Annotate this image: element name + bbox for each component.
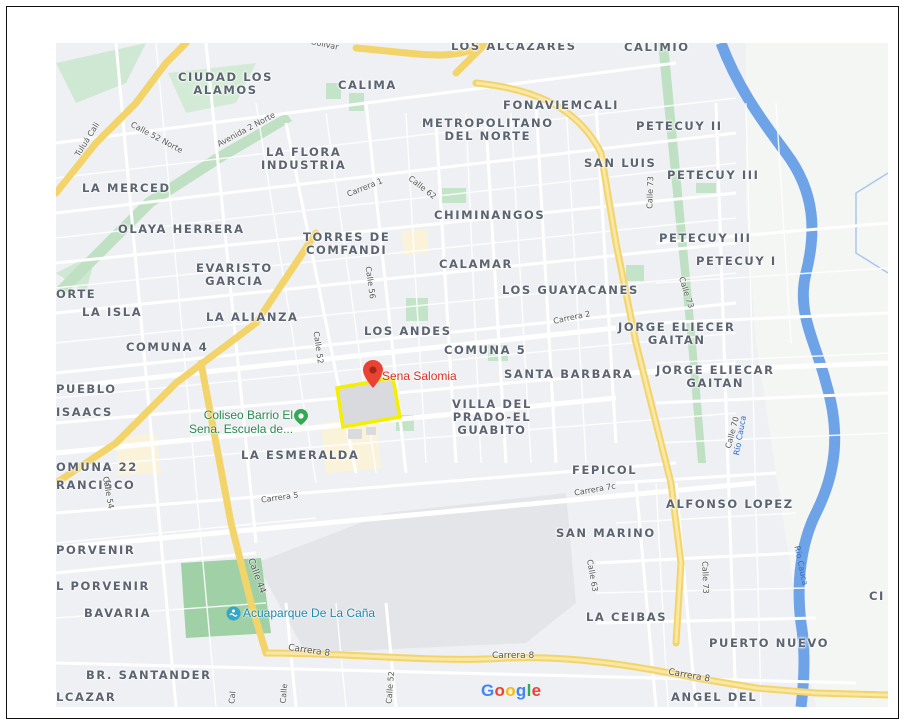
label-petecuy-ii: PETECUY II [636,119,723,133]
label-puerto-nuevo: PUERTO NUEVO [709,636,830,650]
label-ciudad-los-alamos: CIUDAD LOS ALAMOS [178,70,274,97]
label-rancisco: RANCISCO [56,478,136,492]
label-lcazar: LCAZAR [56,690,117,704]
label-los-andes: LOS ANDES [364,324,452,338]
label-bavaria: BAVARIA [84,606,152,620]
label-la-esmeralda: LA ESMERALDA [241,448,360,462]
street-calle-partial-a: Cal [227,690,238,705]
label-petecuy-i: PETECUY I [696,254,777,268]
label-la-isla: LA ISLA [82,305,143,319]
marker-label: Sena Salomia [382,369,457,383]
label-olaya-herrera: OLAYA HERRERA [118,222,245,236]
label-el-porvenir: L PORVENIR [56,579,150,593]
street-calle-73-c: Calle 73 [700,561,711,594]
label-la-flora: LA FLORA INDUSTRIA [261,145,347,172]
google-logo: Google [481,681,542,700]
label-petecuy-iii: PETECUY III [659,231,752,245]
label-angel-del: ANGEL DEL [671,690,758,704]
street-calle-partial-b: Calle [278,683,290,704]
label-santa-barbara: SANTA BARBARA [504,367,634,381]
label-jorge-eliecar: JORGE ELIECAR GAITAN [656,363,775,390]
label-evaristo-garcia: EVARISTO GARCIA [196,261,273,288]
label-san-luis: SAN LUIS [584,156,657,170]
label-la-ceibas: LA CEIBAS [586,610,668,624]
label-chiminangos: CHIMINANGOS [434,208,546,222]
label-los-guayacanes: LOS GUAYACANES [502,283,639,297]
label-orte: ORTE [56,287,97,301]
label-ci: CI [869,589,885,603]
label-calimio: CALIMIO [624,43,690,54]
poi-coliseo[interactable]: Coliseo Barrio El Sena. Escuela de... [189,408,294,436]
street-carrera-8-b: Carrera 8 [492,651,535,661]
label-petecuy-iii-top: PETECUY III [667,168,760,182]
label-jorge-eliecer: JORGE ELIECER GAITAN [618,320,736,347]
street-calle-73-a: Calle 73 [645,176,656,209]
label-metropolitano: METROPOLITANO DEL NORTE [422,116,554,143]
label-torres-comfandi: TORRES DE COMFANDI [303,230,391,257]
label-san-marino: SAN MARINO [556,526,656,540]
label-br-santander: BR. SANTANDER [86,668,212,682]
label-comuna-22: OMUNA 22 [56,460,138,474]
map-view[interactable]: LOS ALCAZARES CALIMIO CIUDAD LOS ALAMOS … [56,43,888,707]
label-calamar: CALAMAR [439,257,513,271]
label-villa-del-prado: VILLA DEL PRADO-EL GUABITO [452,397,532,437]
label-los-alcazares: LOS ALCAZARES [451,43,577,53]
map-canvas [56,43,888,707]
label-la-merced: LA MERCED [82,181,171,195]
label-fepicol: FEPICOL [572,463,638,477]
label-porvenir: PORVENIR [56,543,136,557]
label-isaacs: ISAACS [56,405,113,419]
label-pueblo: PUEBLO [56,382,117,396]
label-calima: CALIMA [338,78,397,92]
label-alfonso-lopez: ALFONSO LOPEZ [666,497,794,511]
poi-acuaparque[interactable]: Acuaparque De La Caña [243,606,376,620]
label-fonaviemcali: FONAVIEMCALI [503,98,620,112]
figure-frame: LOS ALCAZARES CALIMIO CIUDAD LOS ALAMOS … [6,6,899,719]
label-la-alianza: LA ALIANZA [206,310,299,324]
label-comuna-5: COMUNA 5 [444,343,527,357]
label-comuna-4: COMUNA 4 [126,340,209,354]
